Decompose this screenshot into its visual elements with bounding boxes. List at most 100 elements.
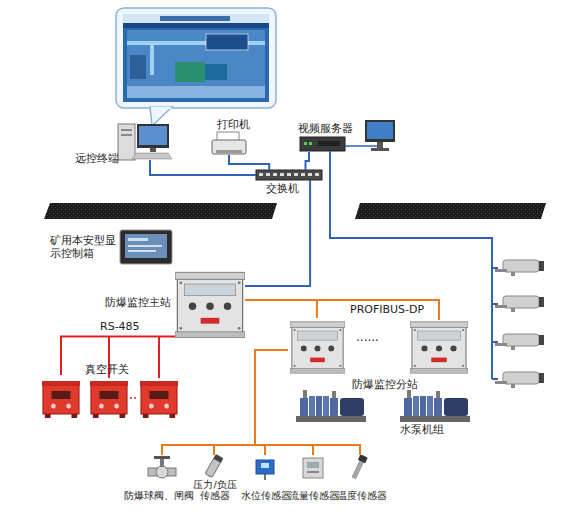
video-wire	[330, 151, 498, 379]
pump-node: 水泵机组	[295, 390, 470, 422]
screenshot-bubble-part	[151, 107, 171, 110]
edge-label: PROFIBUS-DP	[350, 303, 424, 316]
printer-icon-part	[212, 140, 246, 154]
level-sensor-icon-part	[264, 474, 266, 480]
computer-icon	[118, 124, 172, 160]
flow-sensor-icon	[303, 458, 323, 478]
video-server-node: 视频服务器	[300, 137, 345, 152]
connector-line	[255, 350, 360, 455]
computer-icon-part	[150, 148, 156, 152]
screenshot-bubble-part	[205, 64, 227, 80]
computer-icon-part	[137, 124, 169, 148]
screenshot-bubble-part	[150, 107, 172, 126]
screenshot-bubble-part	[160, 16, 230, 21]
display-box-icon-part	[125, 234, 167, 258]
vacuum-switch-node: 真空开关	[35, 375, 185, 420]
strata-bar-part	[355, 203, 546, 219]
strata-bar	[44, 203, 546, 219]
display-box-icon-part	[128, 238, 148, 241]
sensor-node: 流量传感器	[299, 455, 327, 483]
station-box-icon-part	[290, 322, 345, 373]
station-box-icon-part	[175, 272, 245, 337]
video-server-icon	[300, 137, 345, 151]
pump-icon	[296, 390, 470, 422]
monitor-icon-part	[367, 122, 393, 139]
temperature-sensor-icon	[352, 454, 368, 478]
terminal-node: 远控终端	[118, 118, 168, 160]
screenshot-bubble	[116, 8, 276, 126]
node-label: 流量传感器	[289, 490, 339, 501]
screenshot-bubble-part	[123, 14, 269, 23]
node-label: 防爆监控分站	[352, 378, 418, 391]
monitor-icon-part	[377, 142, 383, 148]
printer-icon	[212, 132, 246, 154]
vacuum-switch-icon-part	[140, 381, 178, 418]
node-label: 压力/负压传感器	[192, 479, 238, 502]
flow-sensor-icon-part	[303, 458, 323, 478]
pressure-sensor-icon	[205, 454, 223, 477]
computer-icon-part	[132, 153, 172, 159]
strata-bar-part	[44, 203, 277, 219]
vacuum-switch-icon	[42, 381, 178, 418]
bus-wire-part	[317, 300, 439, 320]
edge-label: RS-485	[100, 320, 140, 333]
screenshot-bubble-part	[116, 8, 276, 108]
display-box-icon	[120, 230, 172, 264]
display-box-node: 矿用本安型显示控制箱	[120, 230, 172, 264]
node-label: 真空开关	[85, 363, 129, 376]
valve-icon-part	[160, 458, 164, 467]
screenshot-bubble-part	[123, 14, 269, 102]
connector-line	[306, 152, 310, 170]
vacuum-switch-icon-part	[90, 381, 128, 418]
computer-icon-part	[139, 126, 167, 145]
connector-line	[245, 300, 317, 318]
sensor-node: 水位传感器	[251, 455, 279, 483]
camera-icon-part	[495, 334, 544, 350]
node-label: 防爆球阀、闸阀	[124, 490, 194, 501]
vacuum-switch-icon-part	[42, 381, 80, 418]
connector-line	[150, 160, 256, 175]
switch-node: 交换机	[256, 170, 322, 180]
connector-line	[214, 350, 288, 455]
screenshot-bubble-part	[127, 30, 265, 98]
station-box-icon-part	[410, 322, 468, 373]
valve-icon	[148, 456, 176, 478]
flow-sensor-icon-part	[307, 462, 319, 468]
screenshot-bubble-part	[130, 55, 146, 79]
switch-icon-part	[256, 170, 322, 180]
computer-icon-part	[121, 134, 132, 136]
video-server-icon-part	[318, 141, 340, 146]
valve-icon-part	[154, 456, 170, 459]
video-server-icon-part	[309, 142, 312, 145]
video-server-icon-part	[300, 137, 345, 151]
level-sensor-icon	[256, 460, 274, 480]
screenshot-bubble-part	[127, 86, 265, 98]
screenshot-bubble-part	[175, 62, 205, 82]
display-box-icon-part	[128, 245, 162, 247]
video-server-icon-part	[304, 142, 307, 145]
level-sensor-icon-part	[256, 460, 274, 474]
monitor-icon-part	[365, 120, 395, 142]
screenshot-bubble-part	[123, 23, 269, 28]
switch-icon	[256, 170, 322, 180]
node-label: 防爆监控主站	[105, 296, 171, 309]
station-box-icon	[175, 272, 468, 373]
node-label: 视频服务器	[298, 122, 353, 135]
display-box-icon-part	[120, 230, 172, 264]
sensor-node: 压力/负压传感器	[200, 455, 228, 483]
monitor-icon-part	[371, 148, 389, 151]
bus-wire-part	[130, 397, 138, 399]
pressure-sensor-icon-part	[214, 454, 223, 462]
flow-sensor-icon-part	[307, 471, 319, 473]
pump-icon-part	[296, 390, 366, 422]
camera-icon-part	[495, 372, 544, 388]
free-label: ......	[356, 330, 379, 344]
connector-line	[162, 350, 288, 455]
main-station-node: 防爆监控主站	[175, 268, 245, 340]
connector-line	[255, 350, 313, 455]
display-box-icon-part	[128, 250, 156, 252]
computer-icon-part	[118, 124, 135, 160]
connector-line	[245, 180, 310, 286]
video-wire-part	[330, 151, 492, 379]
